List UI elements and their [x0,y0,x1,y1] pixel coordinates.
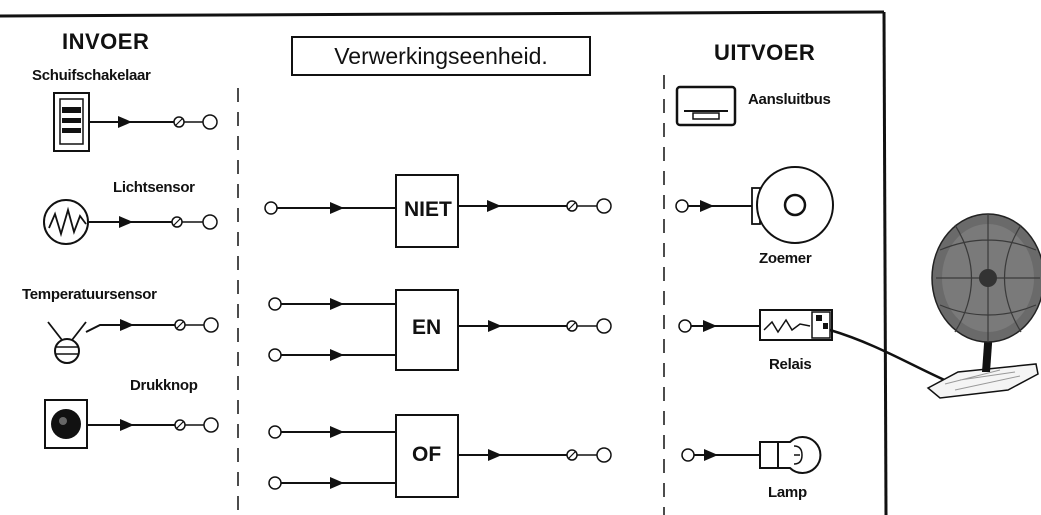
buzzer-input-wire [676,200,760,212]
output-section-heading: UITVOER [714,40,815,66]
input-section-heading: INVOER [62,29,149,55]
input-label-temperature-sensor: Temperatuursensor [22,286,157,303]
output-label-socket: Aansluitbus [748,91,831,108]
relay-icon [760,310,832,340]
output-label-relay: Relais [769,356,811,373]
temperature-sensor-icon [48,322,86,363]
light-sensor-icon [44,200,88,244]
gate-en-inputs [269,298,396,361]
output-label-buzzer: Zoemer [759,250,811,267]
gate-of-inputs [269,426,396,489]
gate-niet-output-wire [458,199,611,213]
temperature-sensor-output-wire [86,318,218,332]
buzzer-icon [752,167,833,243]
relay-input-wire [679,320,760,332]
lamp-icon [760,437,820,473]
push-button-output-wire [87,418,218,432]
light-sensor-output-wire [88,215,217,229]
slide-switch-icon [54,93,89,151]
gate-label-of: OF [412,443,441,467]
gate-label-en: EN [412,316,441,340]
processing-unit-title: Verwerkingseenheid. [291,36,591,76]
input-label-push-button: Drukknop [130,377,198,394]
slide-switch-output-wire [89,115,217,129]
fan-icon [928,214,1041,398]
input-label-slide-switch: Schuifschakelaar [32,67,151,84]
output-label-lamp: Lamp [768,484,807,501]
gate-label-niet: NIET [404,198,452,222]
gate-niet-inputs [265,202,396,214]
lamp-input-wire [682,449,760,461]
push-button-icon [45,400,87,448]
input-label-light-sensor: Lichtsensor [113,179,195,196]
gate-en-output-wire [458,319,611,333]
gate-of-output-wire [458,448,611,462]
socket-icon [677,87,735,125]
